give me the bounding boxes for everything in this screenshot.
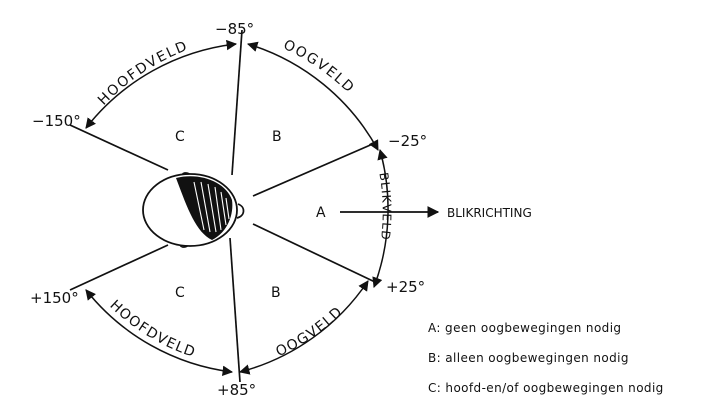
field-arcs bbox=[85, 39, 389, 377]
arc-hoofdveld-lower bbox=[85, 289, 234, 377]
line-minus-25 bbox=[252, 142, 376, 197]
angle-upper-left: −150° bbox=[32, 112, 81, 130]
zone-b-upper: B bbox=[272, 129, 282, 145]
direction-label: BLIKRICHTING bbox=[447, 206, 532, 220]
angle-top: −85° bbox=[215, 20, 254, 38]
arc-blikveld bbox=[372, 148, 389, 288]
arc-hoofdveld-upper bbox=[85, 39, 238, 129]
arc-oogveld-lower bbox=[238, 280, 369, 375]
angle-lower-right: +25° bbox=[386, 278, 425, 296]
head-top-view-icon bbox=[142, 172, 245, 248]
arc-oogveld-upper bbox=[246, 41, 379, 151]
boundary-lines bbox=[69, 29, 376, 383]
label-blikveld: BLIKVELD bbox=[376, 171, 393, 241]
zone-c-upper: C bbox=[175, 129, 185, 145]
legend: A: geen oogbewegingen nodig B: alleen oo… bbox=[428, 321, 664, 395]
zone-c-lower: C bbox=[175, 285, 185, 301]
label-oogveld-upper: OOGVELD bbox=[281, 37, 358, 97]
label-hoofdveld-lower: HOOFDVELD bbox=[107, 297, 199, 361]
label-hoofdveld-upper: HOOFDVELD bbox=[95, 38, 191, 109]
legend-item-c: C: hoofd-en/of oogbewegingen nodig bbox=[428, 381, 664, 395]
line-plus-150 bbox=[69, 244, 169, 291]
legend-item-a: A: geen oogbewegingen nodig bbox=[428, 321, 621, 335]
line-plus-85 bbox=[229, 237, 241, 383]
legend-item-b: B: alleen oogbewegingen nodig bbox=[428, 351, 629, 365]
zone-a: A bbox=[316, 205, 326, 221]
line-minus-85 bbox=[231, 29, 243, 176]
angle-upper-right: −25° bbox=[388, 132, 427, 150]
line-minus-150 bbox=[69, 124, 169, 171]
label-oogveld-lower: OOGVELD bbox=[273, 303, 346, 360]
line-plus-25 bbox=[252, 223, 376, 283]
zone-b-lower: B bbox=[271, 285, 281, 301]
angle-lower-left: +150° bbox=[30, 289, 79, 307]
angle-bottom: +85° bbox=[217, 381, 256, 399]
